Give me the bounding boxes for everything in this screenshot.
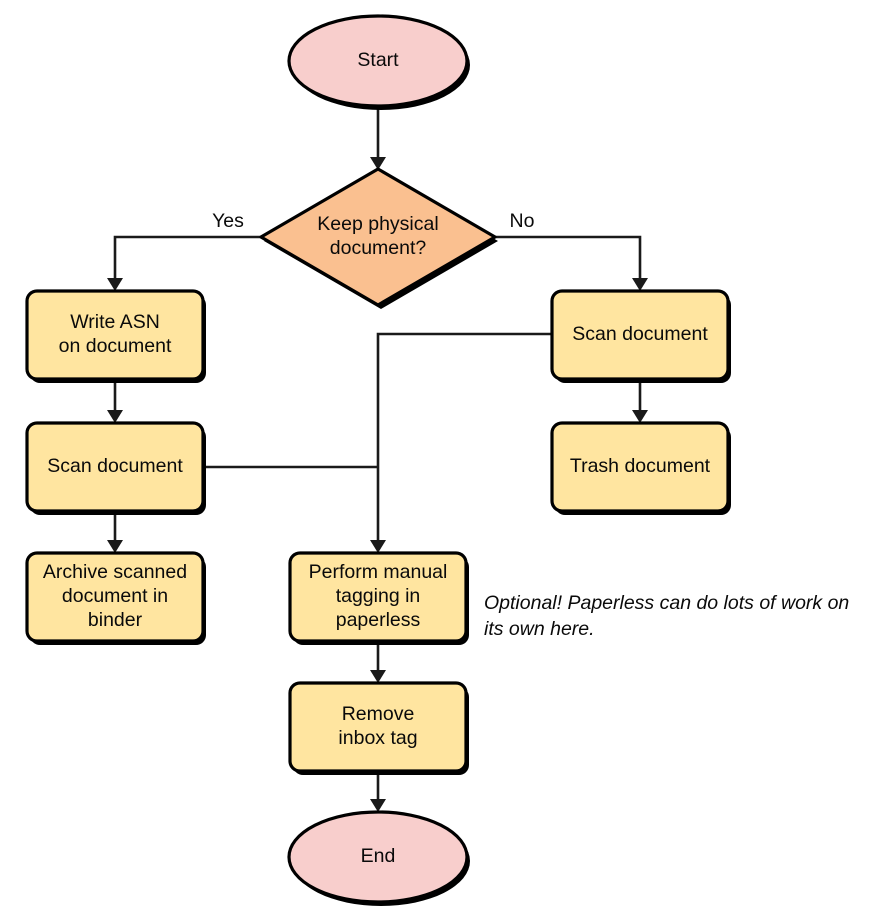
process-scan-document-right-shape[interactable] [550, 289, 730, 381]
edge-layer: Yes No [107, 107, 648, 812]
edge-scan-right-to-tagging-line [376, 332, 552, 546]
start-terminator[interactable]: Start [287, 14, 470, 110]
edge-decision-no-to-scan-right: No [495, 210, 648, 291]
end-terminator-label: End [361, 845, 396, 867]
edge-label-no: No [510, 210, 535, 232]
edge-scan-right-to-trash-arrowhead [632, 410, 648, 423]
edge-label-yes: Yes [212, 210, 244, 232]
annotation-layer: Optional! Paperless can do lots of work … [484, 592, 849, 640]
edge-scan-right-to-trash [632, 379, 648, 423]
process-scan-document-left-shape[interactable] [25, 421, 205, 513]
edge-write-asn-to-scan-left-arrowhead [107, 410, 123, 423]
process-remove-inbox-tag-shape[interactable] [288, 681, 468, 773]
process-perform-manual-tagging-in-paperless-shape[interactable] [288, 551, 468, 643]
edge-scan-left-to-archive [107, 511, 123, 553]
decision-keep-physical-document-shape[interactable] [259, 167, 497, 307]
process-trash-document-shape[interactable] [550, 421, 730, 513]
edge-decision-no-to-scan-right-line [495, 235, 642, 284]
edge-write-asn-to-scan-left [107, 379, 123, 423]
process-trash-document[interactable]: Trash document [550, 421, 731, 515]
start-terminator-label: Start [357, 49, 399, 71]
edge-decision-no-to-scan-right-arrowhead [632, 278, 648, 291]
edge-scan-left-to-archive-arrowhead [107, 540, 123, 553]
edge-start-to-decision [370, 107, 386, 170]
edge-start-to-decision-arrowhead [370, 157, 386, 170]
process-write-asn-on-document-shape[interactable] [25, 289, 205, 381]
annotation-optional-note: Optional! Paperless can do lots of work … [484, 592, 849, 640]
start-terminator-shape[interactable] [287, 14, 469, 108]
end-terminator-shape[interactable] [287, 810, 469, 904]
edge-remove-inbox-to-end-arrowhead [370, 799, 386, 812]
edge-remove-inbox-to-end [370, 771, 386, 812]
process-scan-document-left[interactable]: Scan document [25, 421, 206, 515]
edge-scan-right-to-tagging-arrowhead [370, 540, 386, 553]
edge-decision-yes-to-write-asn: Yes [107, 210, 261, 291]
edge-tagging-to-remove-inbox [370, 641, 386, 683]
edge-decision-yes-to-write-asn-arrowhead [107, 278, 123, 291]
end-terminator[interactable]: End [287, 810, 470, 906]
process-scan-document-left-label: Scan document [47, 455, 183, 477]
process-scan-document-right[interactable]: Scan document [550, 289, 731, 383]
process-scan-document-right-label: Scan document [572, 323, 708, 345]
edge-tagging-to-remove-inbox-arrowhead [370, 670, 386, 683]
process-trash-document-label: Trash document [570, 455, 711, 477]
edge-decision-yes-to-write-asn-line [113, 235, 261, 284]
process-archive-scanned-document-in-binder-shape[interactable] [25, 551, 205, 643]
edge-scan-right-to-tagging [370, 332, 552, 553]
